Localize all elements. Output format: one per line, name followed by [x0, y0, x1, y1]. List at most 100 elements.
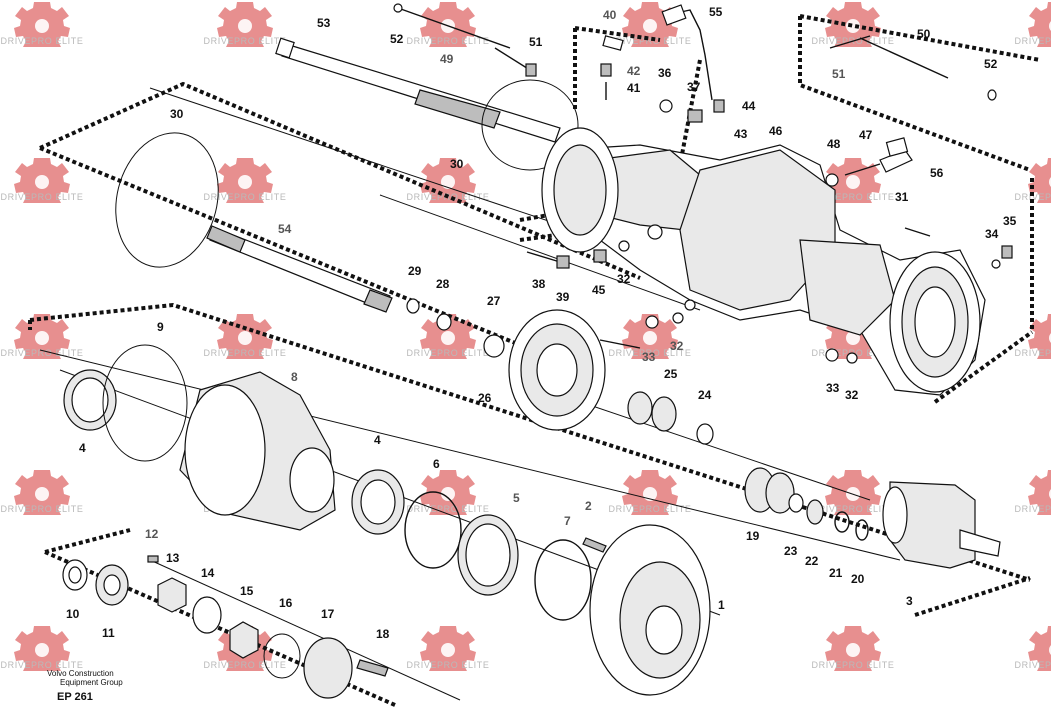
callout-32-right: 32: [845, 388, 859, 402]
callout-39: 39: [556, 290, 570, 304]
callout-33-right: 33: [826, 381, 840, 395]
part-30-oring-left: [115, 132, 219, 268]
callout-40: 40: [603, 8, 617, 22]
callout-23: 23: [784, 544, 798, 558]
part-1-hub: [589, 524, 711, 696]
small-hardware-top: [393, 3, 1013, 364]
watermark-text: DRIVEPRO ELITE: [1, 660, 84, 670]
part-43-axle-housing: [541, 127, 986, 396]
callout-12: 12: [145, 527, 159, 541]
callout-41: 41: [627, 81, 641, 95]
callout-6: 6: [433, 457, 440, 471]
callout-5: 5: [513, 491, 520, 505]
part-2-screw: [582, 537, 607, 553]
callout-19: 19: [746, 529, 760, 543]
watermark-text: DRIVEPRO ELITE: [204, 192, 287, 202]
callout-10: 10: [66, 607, 80, 621]
callout-50: 50: [917, 27, 931, 41]
callout-52: 52: [390, 32, 404, 46]
watermark-text: DRIVEPRO ELITE: [1015, 504, 1051, 514]
watermark-text: DRIVEPRO ELITE: [1015, 36, 1051, 46]
callout-55: 55: [709, 5, 723, 19]
watermark-text: DRIVEPRO ELITE: [407, 36, 490, 46]
callout-54: 54: [278, 222, 292, 236]
watermark-text: DRIVEPRO ELITE: [812, 192, 895, 202]
part-6-ring: [404, 491, 462, 569]
callout-2: 2: [585, 499, 592, 513]
callout-labels: 53 52 49 51 40 55 42 41 36 37 44 50 51 5…: [66, 5, 1017, 641]
callout-33-mid: 33: [642, 350, 656, 364]
callout-27: 27: [487, 294, 501, 308]
watermark-text: DRIVEPRO ELITE: [204, 36, 287, 46]
callout-32-top: 32: [617, 272, 631, 286]
watermark-text: DRIVEPRO ELITE: [407, 348, 490, 358]
callout-9: 9: [157, 320, 164, 334]
callout-11: 11: [102, 626, 115, 640]
part-7-ring: [534, 539, 592, 621]
watermark-text: DRIVEPRO ELITE: [1015, 192, 1051, 202]
watermark-text: DRIVEPRO ELITE: [1015, 660, 1051, 670]
callout-47: 47: [859, 128, 873, 142]
callout-37: 37: [687, 80, 701, 94]
right-side-parts: [744, 467, 1001, 569]
callout-56: 56: [930, 166, 944, 180]
callout-53: 53: [317, 16, 331, 30]
part-26-brake-disc: [508, 309, 606, 431]
callout-18: 18: [376, 627, 390, 641]
callout-31: 31: [895, 190, 909, 204]
callout-30-right: 30: [450, 157, 464, 171]
callout-4-right: 4: [374, 433, 381, 447]
callout-43: 43: [734, 127, 748, 141]
watermark-text: DRIVEPRO ELITE: [1, 348, 84, 358]
credit-line1: Volvo Construction: [47, 669, 114, 678]
credit-code: EP 261: [57, 691, 93, 703]
watermark-text: DRIVEPRO ELITE: [407, 504, 490, 514]
callout-46: 46: [769, 124, 783, 138]
callout-16: 16: [279, 596, 293, 610]
callout-45: 45: [592, 283, 606, 297]
part-30-oring-right: [481, 79, 579, 171]
part-54-shaft: [206, 225, 393, 313]
watermark-text: DRIVEPRO ELITE: [204, 348, 287, 358]
watermark-text: DRIVEPRO ELITE: [1, 192, 84, 202]
watermark-text: DRIVEPRO ELITE: [1, 36, 84, 46]
callout-15: 15: [240, 584, 254, 598]
callout-29: 29: [408, 264, 422, 278]
watermark-text: DRIVEPRO ELITE: [609, 36, 692, 46]
callout-3: 3: [906, 594, 913, 608]
callout-26: 26: [478, 391, 492, 405]
part-9-ring: [102, 344, 188, 462]
callout-49: 49: [440, 52, 454, 66]
callout-42: 42: [627, 64, 641, 78]
part-8-housing: [179, 371, 336, 531]
callout-7: 7: [564, 514, 571, 528]
callout-25: 25: [664, 367, 678, 381]
callout-34: 34: [985, 227, 999, 241]
callout-17: 17: [321, 607, 335, 621]
callout-4-left: 4: [79, 441, 86, 455]
watermark-text: DRIVEPRO ELITE: [812, 660, 895, 670]
watermark-text: DRIVEPRO ELITE: [407, 660, 490, 670]
callout-20: 20: [851, 572, 865, 586]
callout-14: 14: [201, 566, 215, 580]
callout-1: 1: [718, 598, 725, 612]
credit-line2: Equipment Group: [60, 678, 123, 687]
callout-51-right: 51: [832, 67, 846, 81]
callout-22: 22: [805, 554, 819, 568]
callout-48: 48: [827, 137, 841, 151]
callout-21: 21: [829, 566, 843, 580]
callout-30-left: 30: [170, 107, 184, 121]
bottom-left-parts: [62, 555, 389, 699]
watermark-text: DRIVEPRO ELITE: [1015, 348, 1051, 358]
callout-44: 44: [742, 99, 756, 113]
watermark-text: DRIVEPRO ELITE: [1, 504, 84, 514]
callout-38: 38: [532, 277, 546, 291]
part-25-gear: [627, 391, 714, 445]
callout-24: 24: [698, 388, 712, 402]
callout-36: 36: [658, 66, 672, 80]
callout-28: 28: [436, 277, 450, 291]
callout-32-mid: 32: [670, 339, 684, 353]
callout-13: 13: [166, 551, 180, 565]
